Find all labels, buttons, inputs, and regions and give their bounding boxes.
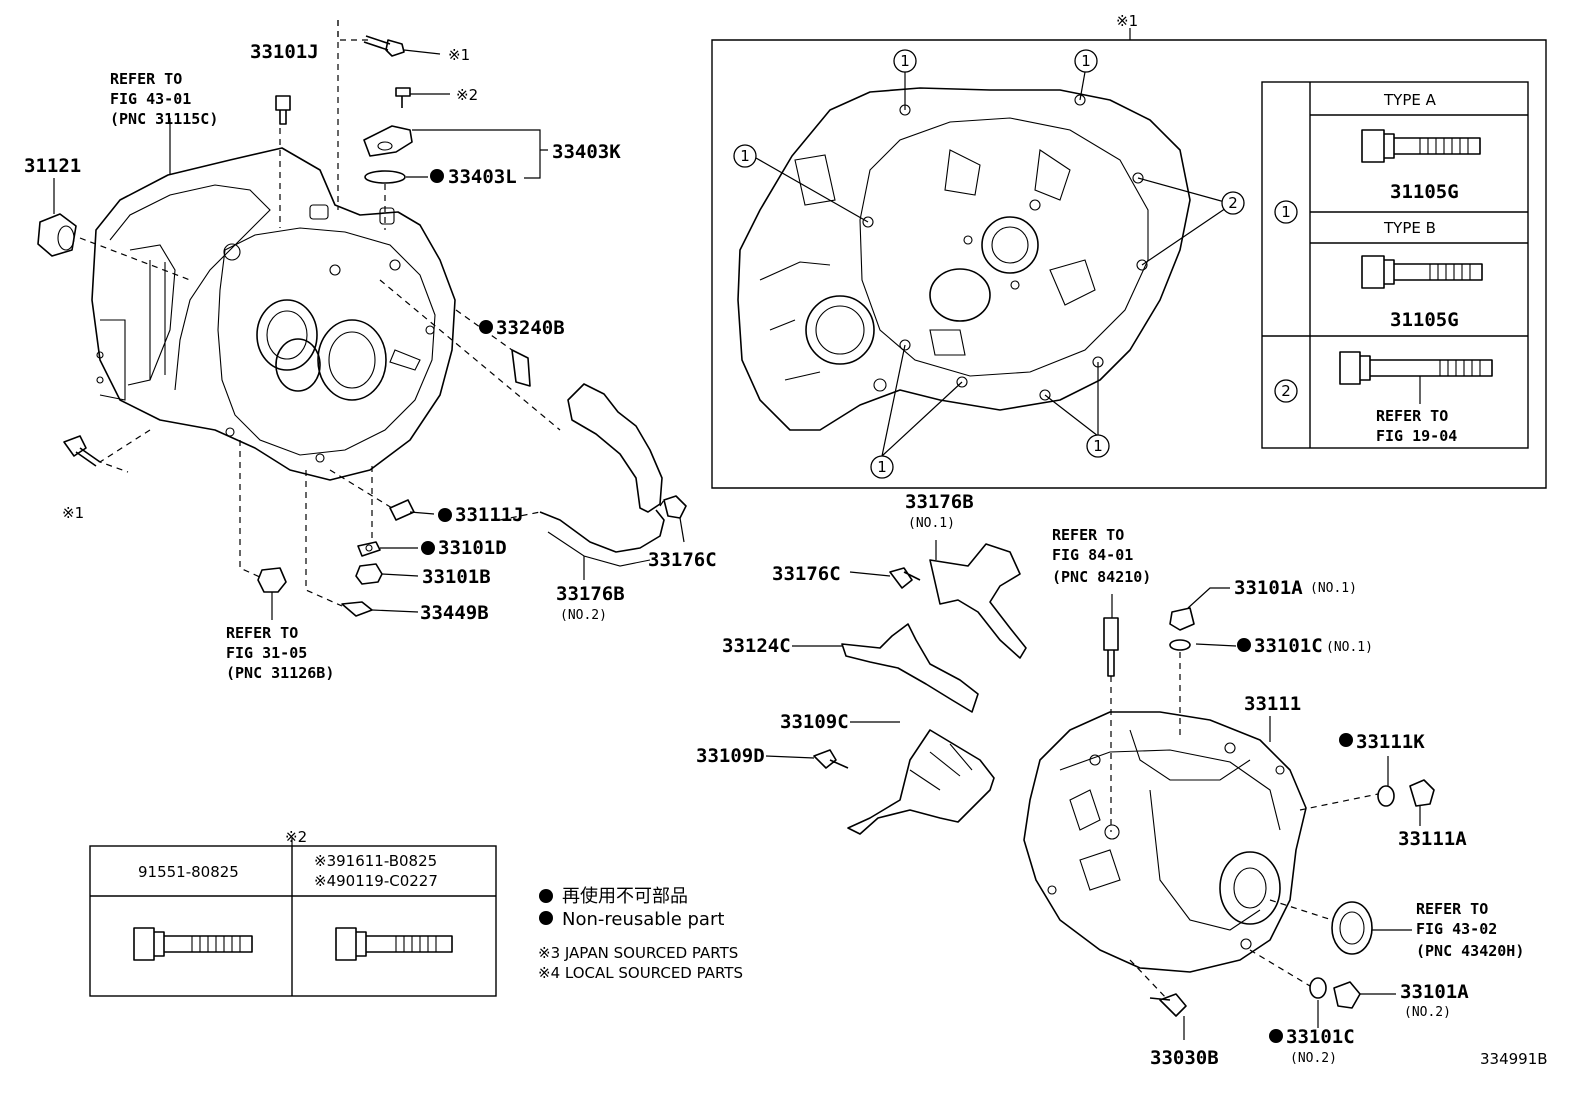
ref-fig8401-line3: (PNC 84210) (1052, 568, 1151, 586)
ref-fig4302-line3: (PNC 43420H) (1416, 942, 1524, 960)
callout-labels: 33101J ※1 ※2 33403K 33403L 31121 33240B … (24, 41, 1469, 1069)
sublabel-no1-33101A: (NO.1) (1310, 581, 1357, 596)
circle-1-label: 1 (740, 147, 750, 165)
diagram-id: 334991B (1480, 1050, 1548, 1068)
inset-refer-fig: FIG 19-04 (1376, 427, 1457, 445)
inset-x2-col2-line1: ※391611-B0825 (314, 852, 437, 870)
callout-33101C-no2: 33101C (1286, 1026, 1355, 1048)
parts-right-small-drawings (1103, 607, 1435, 1017)
circle-1-label: 1 (877, 458, 887, 476)
legend-bullets (539, 889, 553, 925)
callout-33109D: 33109D (696, 745, 765, 767)
callout-33403K: 33403K (552, 141, 621, 163)
callout-x2-top: ※2 (456, 86, 478, 104)
legend-non-reusable-jp: 再使用不可部品 (562, 886, 688, 907)
type-a-label: TYPE A (1383, 91, 1437, 109)
part-31105G-b: 31105G (1390, 309, 1459, 331)
ref-fig4301-line1: REFER TO (110, 70, 182, 88)
inset-x1-circle-numbers: 1 1 1 2 1 1 1 2 (740, 52, 1291, 476)
inset-x2-table (89, 838, 497, 997)
callout-33111: 33111 (1244, 693, 1301, 715)
callout-33101J: 33101J (250, 41, 319, 63)
plug-31121-drawing (37, 213, 77, 257)
callout-x1-left: ※1 (62, 504, 84, 522)
inset-x1-bolt-drawings (1339, 129, 1493, 404)
callout-33403L: 33403L (448, 166, 517, 188)
callout-33176B-no2: 33176B (556, 583, 625, 605)
ref-fig4301-line2: FIG 43-01 (110, 90, 191, 108)
callout-33101A-no1: 33101A (1234, 577, 1303, 599)
transaxle-housing-drawing (91, 147, 456, 481)
callout-33030B: 33030B (1150, 1047, 1219, 1069)
ref-fig4302-line2: FIG 43-02 (1416, 920, 1497, 938)
parts-right-middle-drawings (813, 543, 1027, 835)
callout-33111J: 33111J (455, 504, 524, 526)
sublabel-no2-33101A: (NO.2) (1404, 1005, 1451, 1020)
case-33111-drawing (1023, 711, 1307, 973)
circle-1-label: 1 (1281, 203, 1291, 221)
callout-31121: 31121 (24, 155, 81, 177)
ref-fig8401-line1: REFER TO (1052, 526, 1124, 544)
inset-refer-to: REFER TO (1376, 407, 1448, 425)
callout-33109C: 33109C (780, 711, 849, 733)
ref-fig3105-line1: REFER TO (226, 624, 298, 642)
ref-fig3105-line2: FIG 31-05 (226, 644, 307, 662)
inset-x2-col2-line2: ※490119-C0227 (314, 872, 438, 890)
inset-x1-callout-leaders (755, 71, 1233, 457)
sublabel-no2-33176B: (NO.2) (560, 608, 607, 623)
callout-33176B-no1: 33176B (905, 491, 974, 513)
ref-fig8401-line2: FIG 84-01 (1052, 546, 1133, 564)
inset-x2-col1: 91551-80825 (138, 863, 239, 881)
legend-non-reusable-en: Non-reusable part (562, 909, 724, 930)
ref-fig4302-line1: REFER TO (1416, 900, 1488, 918)
callout-33240B: 33240B (496, 317, 565, 339)
circle-2-label: 2 (1228, 194, 1238, 212)
circle-1-label: 1 (1081, 52, 1091, 70)
guide-lines-right (1110, 652, 1379, 1001)
legend: 再使用不可部品 Non-reusable part ※3 JAPAN SOURC… (538, 886, 743, 982)
callout-33124C: 33124C (722, 635, 791, 657)
callout-33111A: 33111A (1398, 828, 1467, 850)
inset-x1-labels: ※1 TYPE A 31105G TYPE B 31105G REFER TO … (1116, 12, 1459, 445)
ref-fig4301-line3: (PNC 31115C) (110, 110, 218, 128)
inset-x1-frame (711, 28, 1547, 489)
callout-33101D: 33101D (438, 537, 507, 559)
circle-1-label: 1 (1093, 437, 1103, 455)
callout-x1-top: ※1 (448, 46, 470, 64)
reference-labels: REFER TO FIG 43-01 (PNC 31115C) REFER TO… (110, 70, 1524, 960)
inset-x2-labels: ※2 91551-80825 ※391611-B0825 ※490119-C02… (138, 828, 438, 890)
callout-33176C-right: 33176C (772, 563, 841, 585)
inset-x2-title: ※2 (285, 828, 307, 846)
callout-33101B: 33101B (422, 566, 491, 588)
inset-x1-title: ※1 (1116, 12, 1138, 30)
inset-x1-housing-drawing (737, 87, 1191, 431)
callout-33111K: 33111K (1356, 731, 1425, 753)
callout-33449B: 33449B (420, 602, 489, 624)
circle-2-label: 2 (1281, 382, 1291, 400)
leader-lines-left (53, 49, 685, 620)
circle-1-label: 1 (900, 52, 910, 70)
type-b-label: TYPE B (1383, 219, 1436, 237)
sublabel-no2-33101C: (NO.2) (1290, 1051, 1337, 1066)
bolt-drawings-top (275, 35, 413, 184)
legend-japan-sourced: ※3 JAPAN SOURCED PARTS (538, 944, 738, 962)
non-reusable-dots (421, 169, 1353, 1043)
leader-lines-right (765, 540, 1421, 1040)
callout-33176C-left: 33176C (648, 549, 717, 571)
inset-x1-circles (733, 49, 1298, 479)
legend-local-sourced: ※4 LOCAL SOURCED PARTS (538, 964, 743, 982)
part-31105G-a: 31105G (1390, 181, 1459, 203)
sublabel-no1-33101C: (NO.1) (1326, 640, 1373, 655)
bracket-33176B-no2-drawing (539, 383, 687, 567)
sublabel-no1-33176B: (NO.1) (908, 516, 955, 531)
callout-33101A-no2: 33101A (1400, 981, 1469, 1003)
ref-fig3105-line3: (PNC 31126B) (226, 664, 334, 682)
callout-33101C-no1: 33101C (1254, 635, 1323, 657)
